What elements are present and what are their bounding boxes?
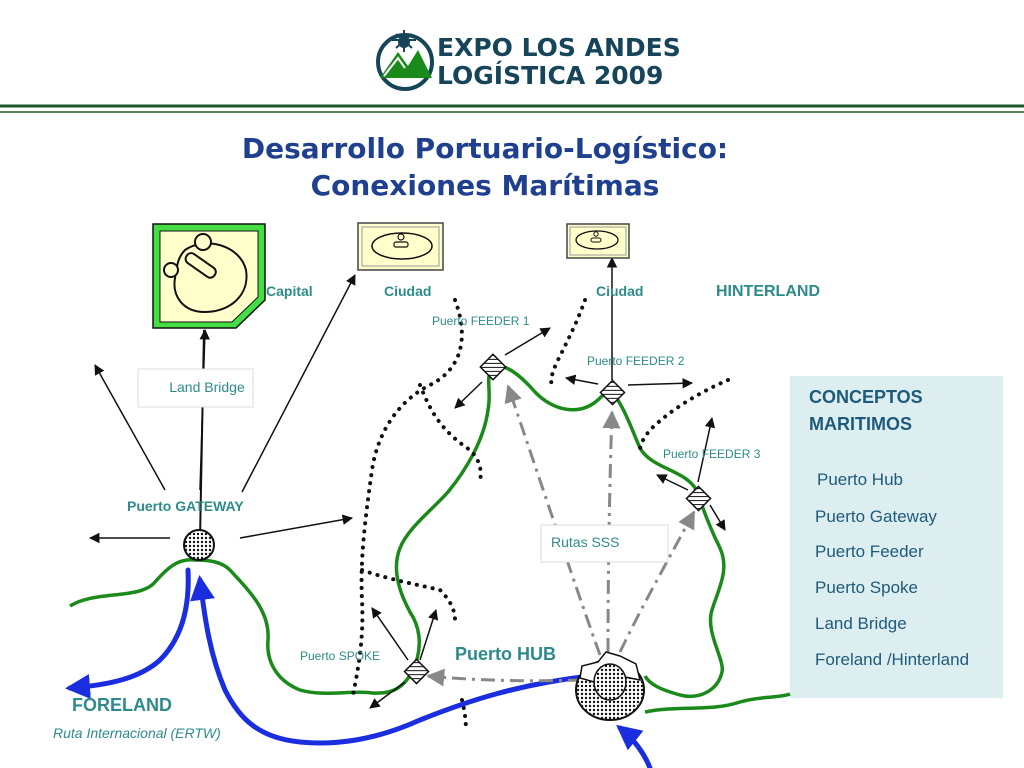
capital-label: Capital: [266, 283, 313, 299]
coastline-south: [644, 692, 791, 714]
concepts-panel: CONCEPTOS MARITIMOS Puerto Hub Puerto Ga…: [790, 376, 1003, 698]
concept-item: Puerto Gateway: [815, 507, 937, 526]
logo-line-1: EXPO LOS ANDES: [437, 33, 681, 62]
feeder-1-port-icon: [479, 353, 507, 381]
hub-label: Puerto HUB: [455, 644, 556, 664]
feeder-3-port-icon: [685, 485, 712, 512]
city-map-icon-2: [566, 223, 630, 259]
city-map-icon-1: [357, 222, 444, 271]
logo: EXPO LOS ANDES LOGÍSTICA 2009: [376, 30, 681, 91]
concept-item: Puerto Feeder: [815, 542, 924, 561]
spoke-port-icon: [403, 658, 430, 685]
feeder-3-label: Puerto FEEDER 3: [663, 447, 761, 461]
feeder-1-label: Puerto FEEDER 1: [432, 314, 530, 328]
feeder-2-port-icon: [599, 379, 626, 406]
international-route: [65, 567, 653, 768]
spoke-label: Puerto SPOKE: [300, 649, 380, 663]
concepts-title-line-2: MARITIMOS: [809, 414, 912, 434]
city-label-2: Ciudad: [596, 283, 643, 299]
city-label-1: Ciudad: [384, 283, 431, 299]
hinterland-label: HINTERLAND: [716, 283, 820, 300]
feeder-2-label: Puerto FEEDER 2: [587, 354, 685, 368]
logo-emblem-icon: [376, 30, 434, 91]
land-bridge-line: [199, 329, 205, 541]
concept-item: Puerto Hub: [817, 470, 903, 489]
gateway-label: Puerto GATEWAY: [127, 498, 244, 514]
logo-line-2: LOGÍSTICA 2009: [437, 61, 663, 90]
concepts-panel-bg: [790, 376, 1003, 698]
foreland-label: FORELAND: [72, 695, 172, 715]
coastline: [69, 364, 726, 698]
hub-port-icon: [575, 651, 645, 721]
land-bridge-label: Land Bridge: [169, 379, 245, 395]
rutas-sss-box: Rutas SSS: [540, 524, 669, 563]
ruta-internacional-label: Ruta Internacional (ERTW): [53, 725, 221, 741]
rutas-sss-label: Rutas SSS: [551, 534, 619, 550]
concept-item: Foreland /Hinterland: [815, 650, 969, 669]
land-bridge-box: Land Bridge: [137, 368, 254, 408]
page-title-line-2: Conexiones Marítimas: [311, 169, 660, 202]
capital-map-icon: [152, 223, 266, 329]
gateway-port-icon: [183, 529, 215, 561]
concepts-title-line-1: CONCEPTOS: [809, 387, 923, 407]
concept-item: Land Bridge: [815, 614, 907, 633]
dotted-borders: [350, 298, 730, 734]
concept-item: Puerto Spoke: [815, 578, 918, 597]
page-title-line-1: Desarrollo Portuario-Logístico:: [242, 132, 728, 165]
